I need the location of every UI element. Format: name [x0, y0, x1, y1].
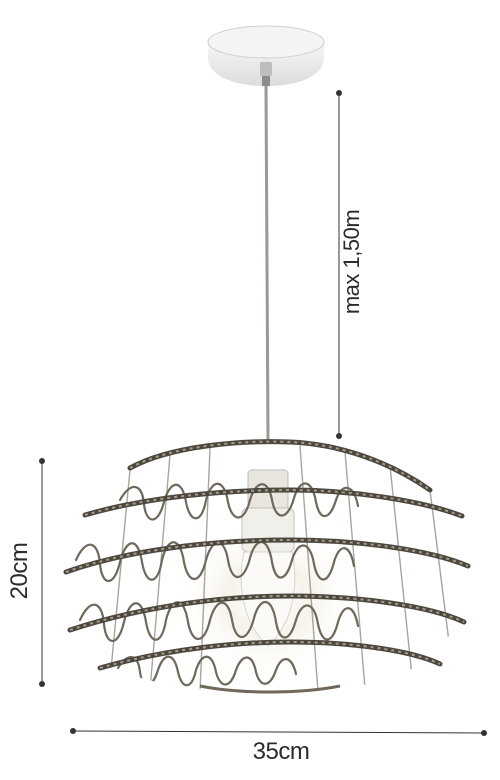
suspension-cable [264, 85, 270, 441]
width-dimension-line [70, 728, 487, 736]
height-label: 20cm [6, 542, 33, 600]
cable-length-dimension-line [336, 90, 342, 439]
cable-length-label: max 1,50m [339, 209, 364, 315]
width-label: 35cm [252, 738, 310, 765]
height-dimension-line [39, 458, 45, 687]
rattan-lamp-shade [63, 439, 471, 694]
ceiling-canopy [207, 25, 325, 86]
